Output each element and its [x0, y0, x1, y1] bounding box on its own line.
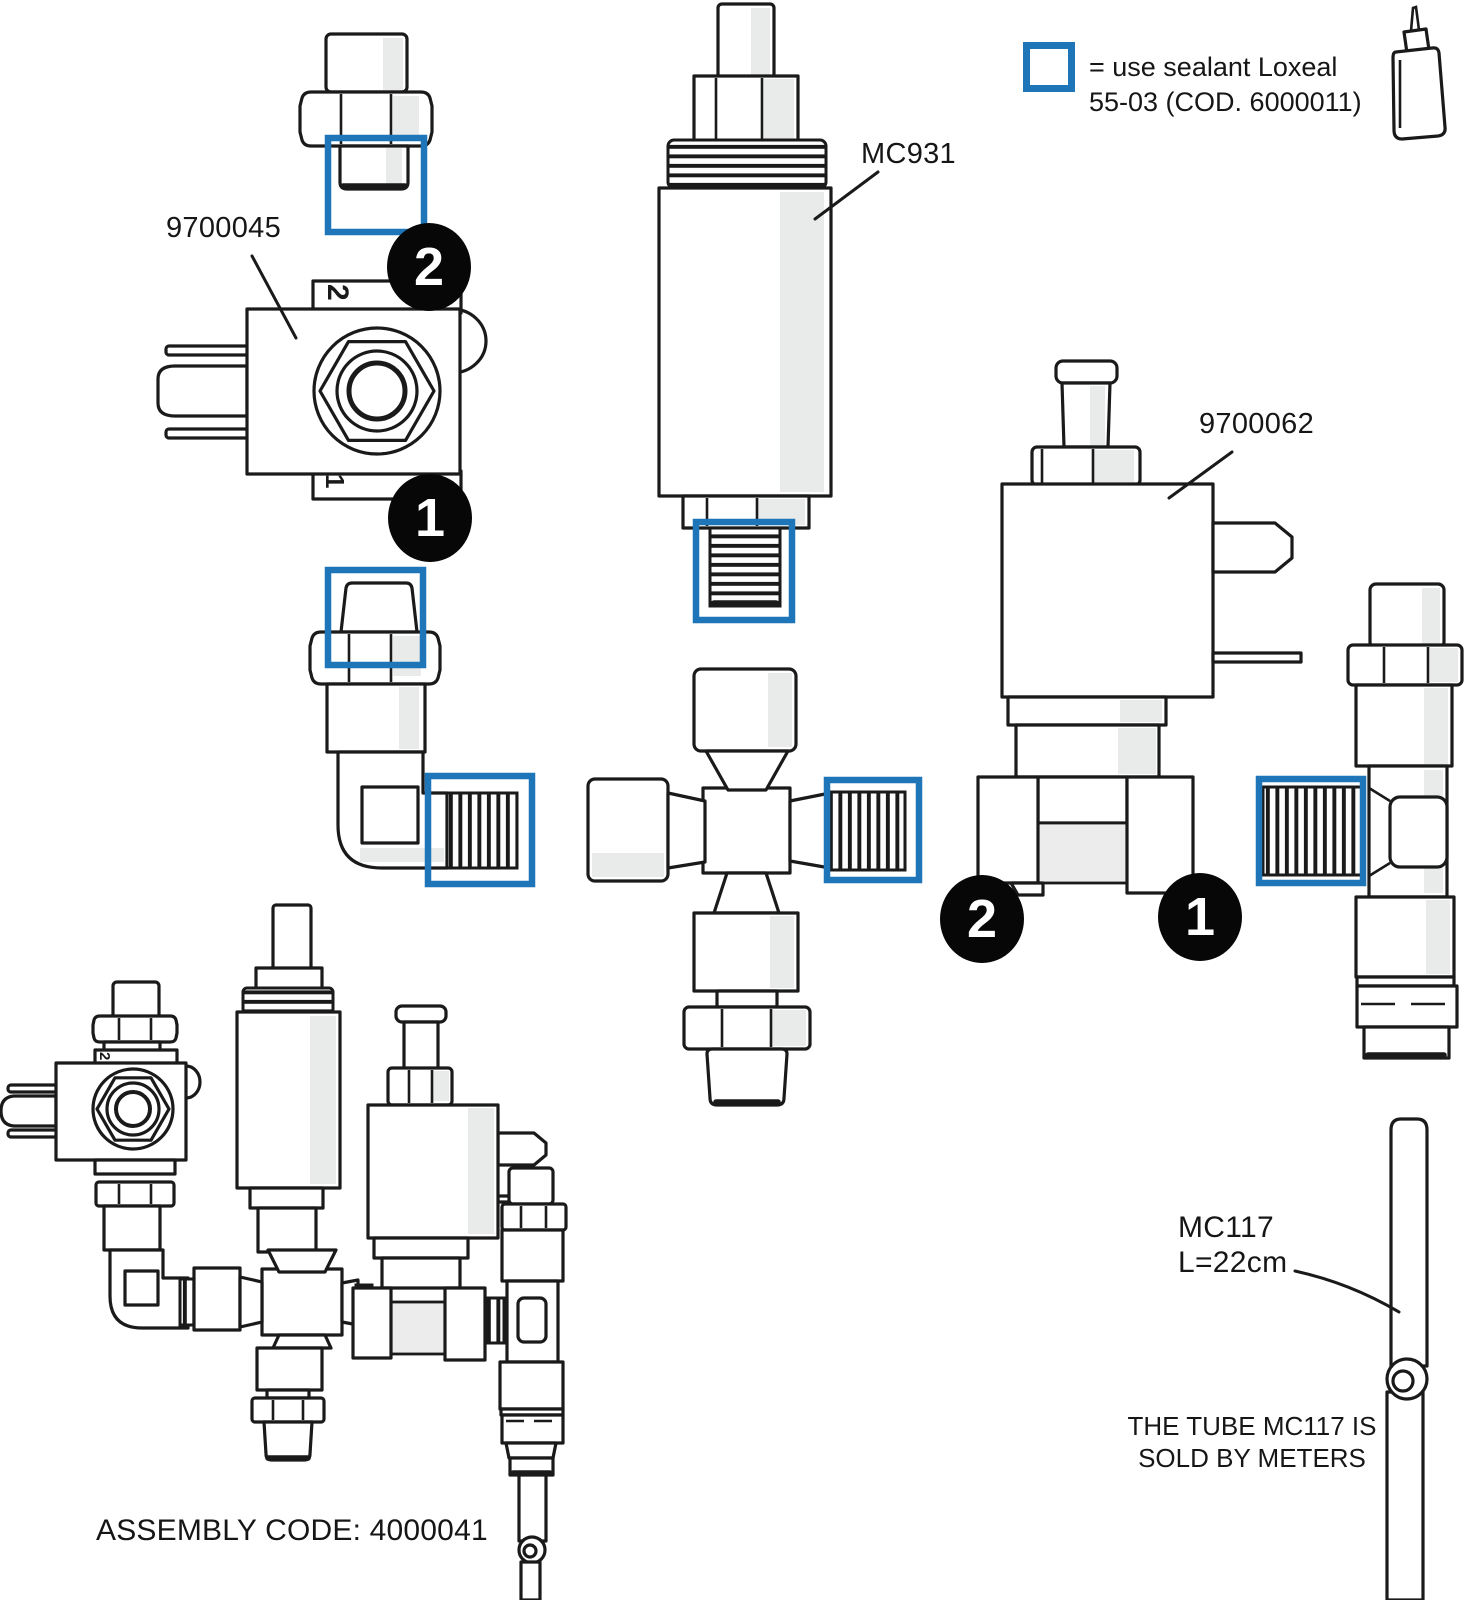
- assembled-view: 2: [0, 903, 568, 1600]
- sealant-markers: [324, 134, 1367, 888]
- callout-left-valve-2: 2: [387, 223, 471, 311]
- sealant-marker-union: [324, 134, 428, 236]
- label-mc117-length: L=22cm: [1178, 1246, 1288, 1279]
- sealant-marker-inline-thread: [1255, 775, 1367, 887]
- legend-line1: = use sealant Loxeal: [1089, 52, 1338, 82]
- callout-right-valve-2: 2: [940, 875, 1024, 963]
- marking-top: 2: [321, 284, 354, 301]
- label-9700045: 9700045: [166, 212, 281, 244]
- part-mc117-tube: [1385, 1117, 1429, 1600]
- leader-mc117: [1293, 1269, 1401, 1314]
- leader-mc931: [813, 170, 880, 221]
- part-mc931-valve: [657, 2, 833, 608]
- label-mc117-code: MC117: [1178, 1211, 1274, 1244]
- part-cross-fitting: [586, 667, 907, 1107]
- svg-text:2: 2: [96, 1052, 113, 1060]
- assembly-code: ASSEMBLY CODE: 4000041: [96, 1514, 488, 1547]
- part-inline-fitting: [1261, 582, 1464, 1060]
- leader-lines: [250, 170, 1401, 1314]
- sealant-marker-elbow-top: [324, 566, 427, 669]
- part-9700062-solenoid: [976, 359, 1303, 897]
- callout-left-valve-1: 1: [388, 474, 472, 562]
- glue-bottle-icon: [1391, 5, 1447, 141]
- part-elbow-fitting: [308, 581, 519, 870]
- tube-note-line1: THE TUBE MC117 IS: [1127, 1411, 1377, 1441]
- part-9700045-solenoid: 2 1: [156, 279, 488, 501]
- sealant-marker-mc931-thread: [692, 518, 796, 624]
- tube-note-line2: SOLD BY METERS: [1138, 1443, 1366, 1473]
- sealant-legend-swatch: [1023, 42, 1075, 92]
- sealant-marker-cross-thread: [823, 776, 923, 884]
- sealant-legend: = use sealant Loxeal 55-03 (COD. 6000011…: [1089, 50, 1362, 120]
- callout-right-valve-1: 1: [1158, 873, 1242, 961]
- legend-line2: 55-03 (COD. 6000011): [1089, 87, 1362, 117]
- sealant-marker-elbow-thread: [424, 772, 536, 888]
- leader-9700045: [250, 254, 298, 340]
- tube-note: THE TUBE MC117 IS SOLD BY METERS: [1102, 1410, 1402, 1474]
- marking-bottom: 1: [320, 474, 350, 488]
- label-9700062: 9700062: [1199, 408, 1314, 440]
- label-mc931: MC931: [861, 138, 956, 170]
- leader-9700062: [1167, 450, 1234, 500]
- label-mc117: MC117 L=22cm: [1178, 1210, 1287, 1280]
- part-union-fitting: [298, 32, 434, 191]
